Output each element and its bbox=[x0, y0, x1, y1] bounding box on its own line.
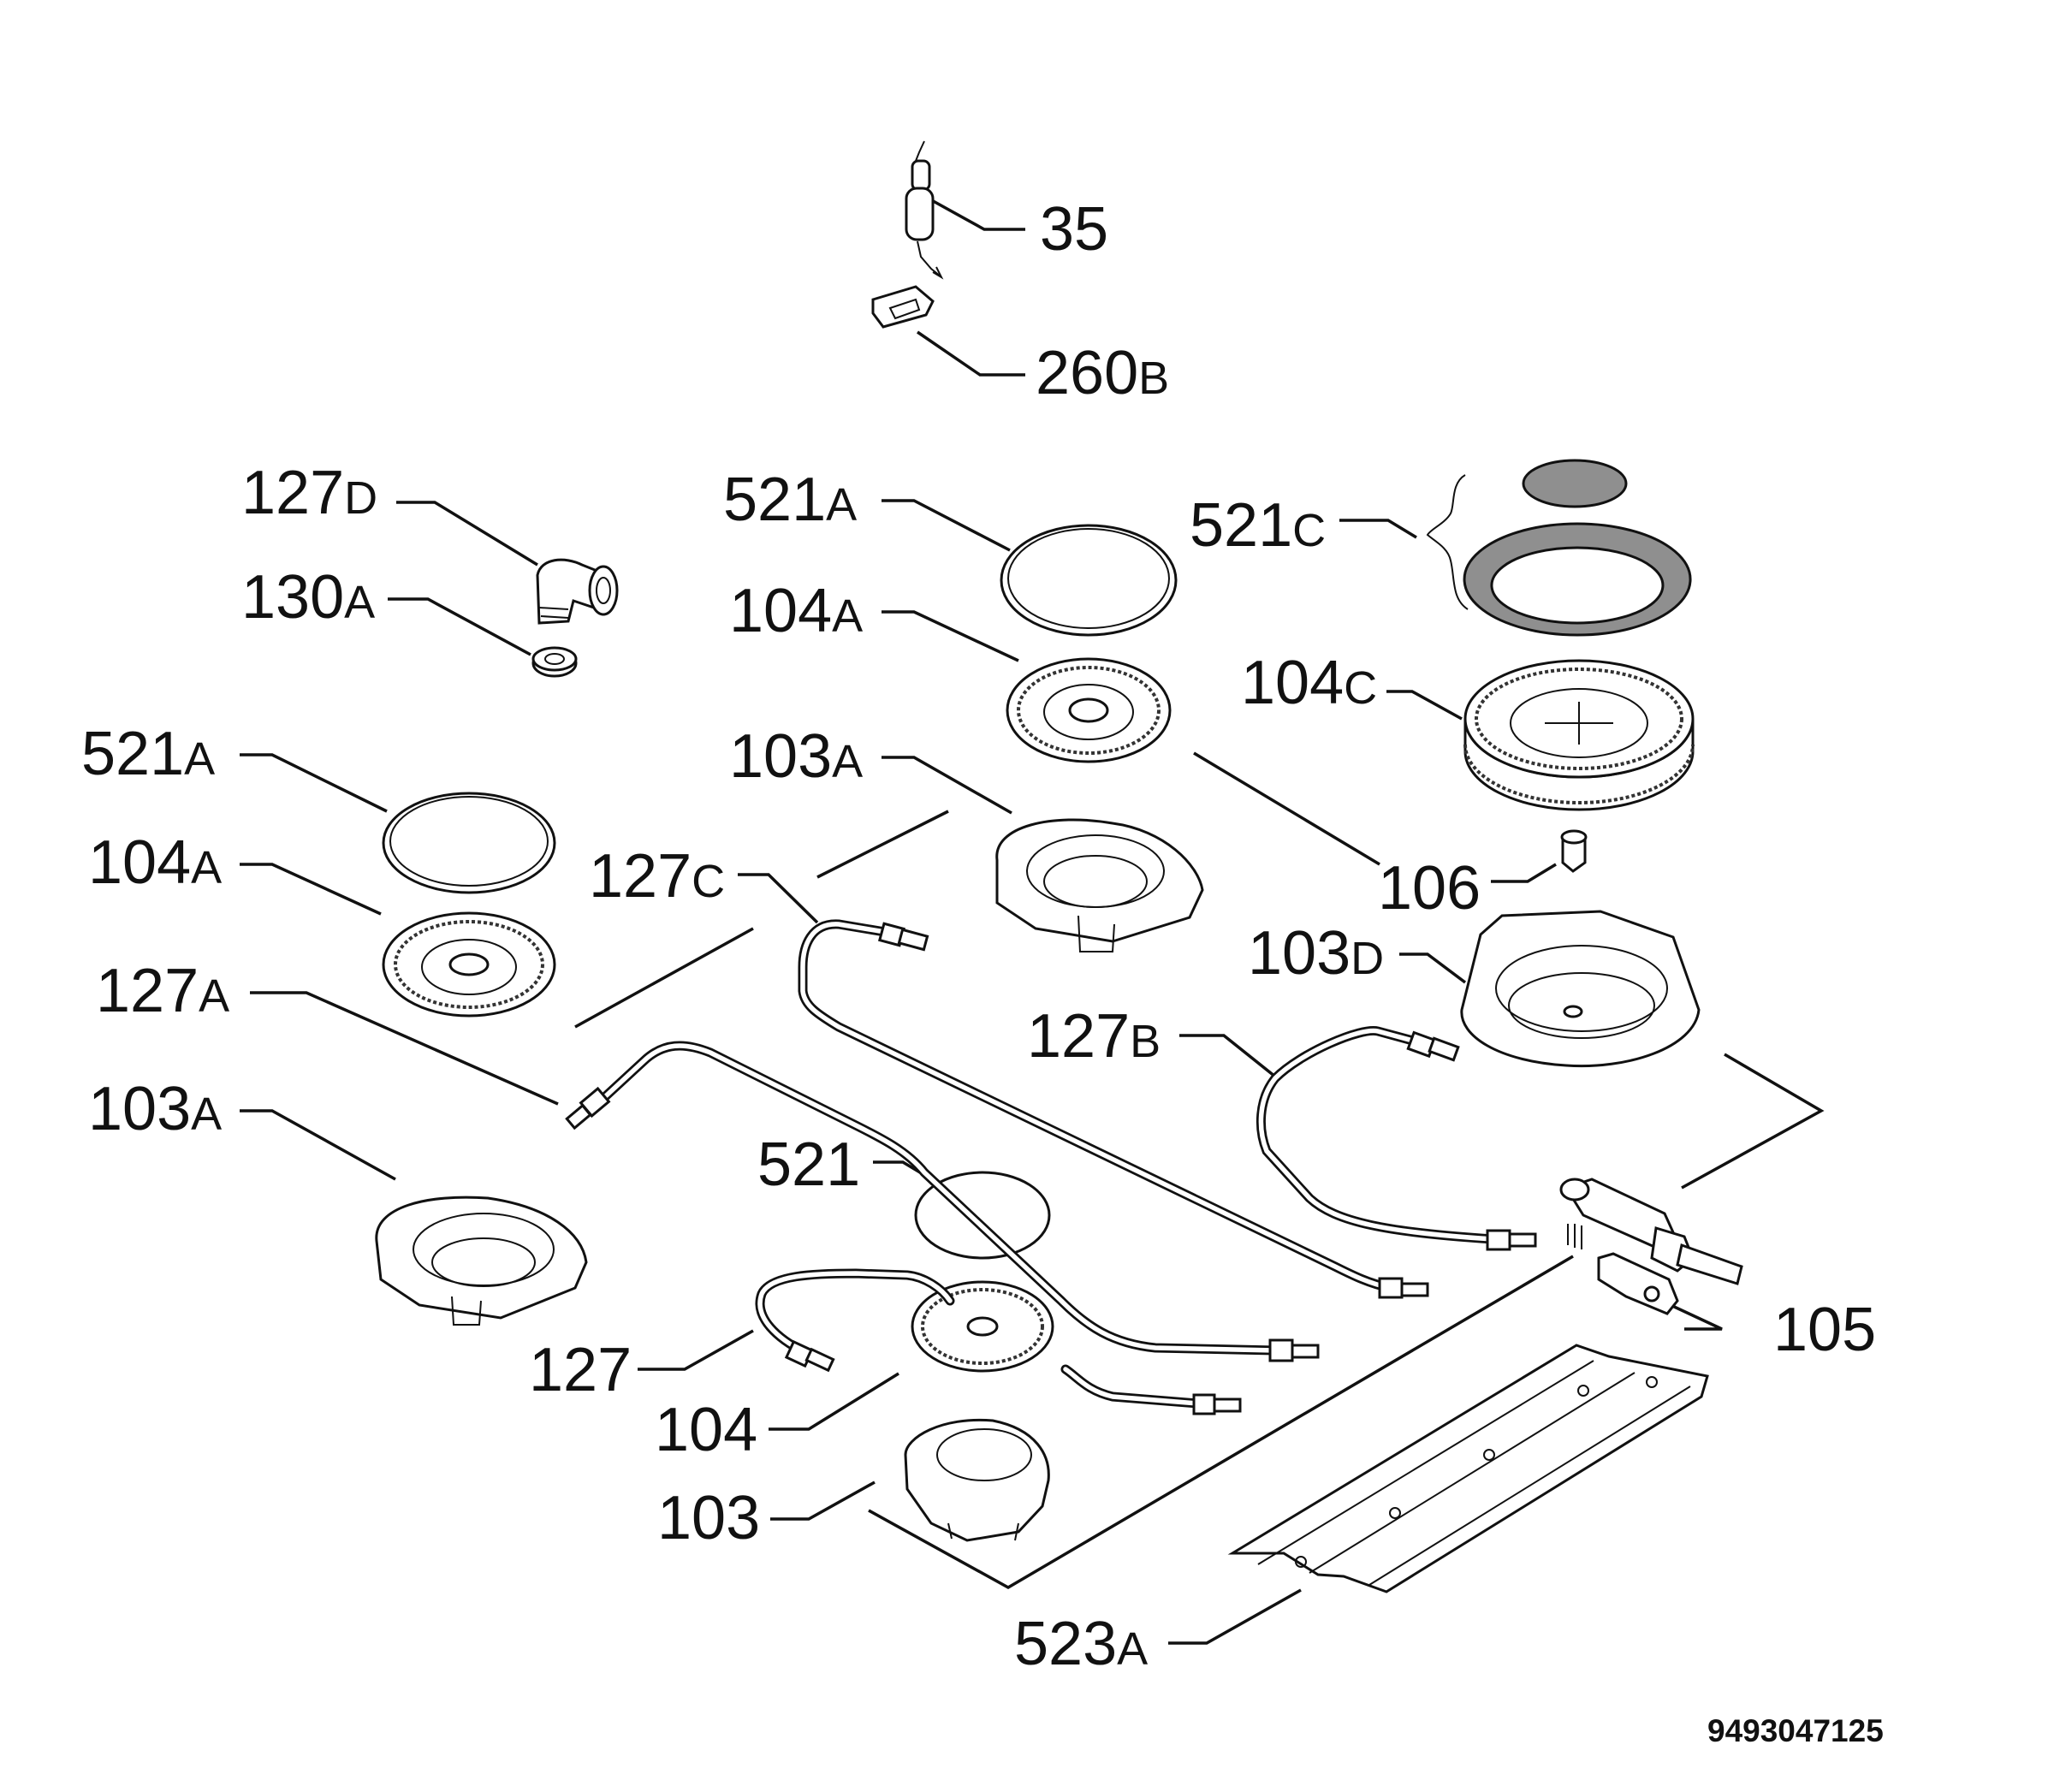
callout-labels: 35 260B 127D 130A 521A 521C 104A 104C 52… bbox=[81, 195, 1876, 1678]
leader-105 bbox=[1670, 1303, 1723, 1331]
flame-spreader-small bbox=[911, 1280, 1054, 1373]
burner-cap-left bbox=[382, 792, 556, 894]
leader-130a bbox=[388, 597, 531, 656]
leader-127c bbox=[738, 873, 819, 924]
elbow-connector-part bbox=[536, 558, 619, 625]
gas-pipe-127c bbox=[798, 919, 1429, 1299]
callout-521a-left: 521A bbox=[81, 720, 215, 788]
callout-104c: 104C bbox=[1241, 649, 1377, 717]
guide-line-right-burner bbox=[1681, 1053, 1825, 1190]
callout-521: 521 bbox=[757, 1130, 860, 1199]
document-number: 9493047125 bbox=[1707, 1713, 1884, 1748]
callout-127a: 127A bbox=[96, 957, 229, 1025]
leader-103a-top bbox=[882, 756, 1012, 815]
leader-104c bbox=[1386, 690, 1463, 721]
electrode-clip-part bbox=[871, 285, 935, 329]
injector-nozzle bbox=[1560, 829, 1588, 873]
ignition-electrode-part bbox=[905, 140, 944, 280]
leader-521c bbox=[1339, 519, 1417, 539]
pipe-bracket-part bbox=[1227, 1344, 1709, 1593]
leader-106 bbox=[1491, 863, 1557, 883]
leader-103d bbox=[1399, 952, 1467, 984]
flame-spreader-left bbox=[382, 911, 556, 1018]
callout-103a-left: 103A bbox=[88, 1075, 222, 1143]
guide-line-left-burner bbox=[816, 810, 949, 879]
burner-base-top bbox=[995, 818, 1204, 952]
callout-106: 106 bbox=[1378, 854, 1481, 923]
leader-127 bbox=[638, 1329, 754, 1371]
leader-127d bbox=[396, 501, 538, 567]
burner-cap-gasket-set bbox=[1426, 459, 1692, 637]
leader-103 bbox=[770, 1480, 876, 1521]
guide-line-top-burner bbox=[1193, 751, 1380, 866]
gas-pipe-127 bbox=[755, 1268, 955, 1373]
leader-103a-left bbox=[240, 1109, 396, 1181]
leader-521a-left bbox=[240, 753, 388, 813]
leader-104a-top bbox=[882, 610, 1019, 662]
gas-valve-part bbox=[1559, 1178, 1743, 1315]
callout-35: 35 bbox=[1040, 195, 1108, 264]
callout-104a-top: 104A bbox=[729, 577, 863, 645]
callout-523a: 523A bbox=[1014, 1610, 1148, 1678]
callout-103d: 103D bbox=[1248, 919, 1384, 988]
gas-pipe-127a bbox=[565, 1041, 1320, 1362]
leader-260b bbox=[917, 330, 1025, 377]
callout-104: 104 bbox=[655, 1396, 757, 1464]
callout-521a-top: 521A bbox=[723, 466, 857, 534]
leader-104 bbox=[769, 1372, 899, 1431]
callout-104a-left: 104A bbox=[88, 828, 222, 897]
leader-lines bbox=[240, 197, 1825, 1645]
leader-521a-top bbox=[882, 499, 1011, 552]
gas-pipes bbox=[565, 919, 1537, 1415]
callout-130a: 130A bbox=[241, 563, 375, 632]
burner-base-large bbox=[1460, 910, 1701, 1068]
callout-260b: 260B bbox=[1036, 339, 1169, 407]
burner-base-left bbox=[375, 1196, 588, 1326]
callout-127c: 127C bbox=[589, 842, 725, 911]
guide-line-left-burner-2 bbox=[574, 927, 754, 1029]
burner-cap-top bbox=[1000, 524, 1178, 637]
sealing-washer-part bbox=[531, 646, 578, 678]
leader-523a bbox=[1168, 1588, 1302, 1645]
callout-521c: 521C bbox=[1190, 491, 1326, 560]
callout-127d: 127D bbox=[241, 459, 377, 527]
gas-pipe-127b bbox=[1256, 1025, 1537, 1251]
callout-105: 105 bbox=[1773, 1296, 1876, 1364]
callout-103: 103 bbox=[657, 1484, 760, 1552]
callout-127: 127 bbox=[529, 1336, 632, 1404]
leader-104a-left bbox=[240, 863, 382, 916]
leader-127b bbox=[1179, 1034, 1277, 1078]
guide-line-bottom bbox=[868, 1255, 1574, 1590]
callout-127b: 127B bbox=[1027, 1002, 1161, 1071]
leader-127a bbox=[250, 991, 559, 1106]
leader-35 bbox=[928, 197, 1025, 231]
gas-pipe-small-burner bbox=[1060, 1364, 1242, 1415]
flame-spreader-top bbox=[1006, 657, 1172, 763]
burner-crown-large bbox=[1463, 659, 1695, 811]
callout-103a-top: 103A bbox=[729, 722, 863, 791]
burner-base-small bbox=[904, 1418, 1050, 1542]
